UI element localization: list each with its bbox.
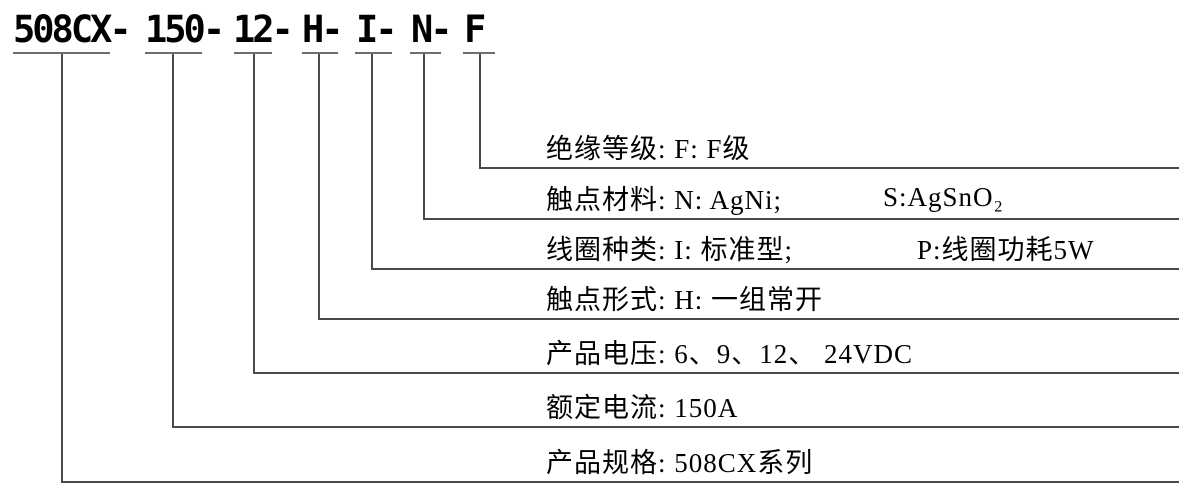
part-segment-150: 150- [145,8,225,51]
legend-row-contact-material: 触点材料: N: AgNi; [546,184,783,215]
legend-row-product-spec: 产品规格: 508CX系列 [546,447,814,478]
leader-line-insulation-class [479,167,1179,169]
leader-line-product-voltage [253,372,1179,374]
part-segment-f: F [464,8,486,51]
connector-vertical-150 [172,54,174,428]
part-segment-508cx: 508CX- [13,8,132,51]
connector-vertical-f [479,54,481,169]
part-segment-i: I- [356,8,398,51]
segment-underline-n [410,52,441,54]
part-segment-n: N- [411,8,453,51]
legend-row-contact-material-option2: S:AgSnO₂ [883,181,1004,212]
segment-underline-508cx [13,52,110,54]
leader-line-coil-type [371,268,1179,270]
leader-line-contact-material [423,218,1179,220]
segment-underline-150 [145,52,202,54]
legend-row-product-voltage: 产品电压: 6、9、12、 24VDC [546,338,914,369]
connector-vertical-n [423,54,425,220]
segment-underline-f [463,52,495,54]
legend-row-coil-type: 线圈种类: I: 标准型; [546,234,793,265]
leader-line-product-spec [61,481,1179,483]
part-segment-12: 12- [233,8,294,51]
connector-vertical-i [371,54,373,270]
legend-row-insulation-class: 绝缘等级: F: F级 [546,133,751,164]
segment-underline-h [302,52,338,54]
segment-underline-12 [234,52,272,54]
legend-row-contact-form: 触点形式: H: 一组常开 [546,284,824,315]
connector-vertical-h [318,54,320,320]
leader-line-contact-form [318,318,1179,320]
segment-underline-i [355,52,392,54]
connector-vertical-12 [253,54,255,374]
connector-vertical-508cx [61,54,63,483]
leader-line-rated-current [172,426,1179,428]
part-segment-h: H- [302,8,344,51]
legend-row-coil-type-option2: P:线圈功耗5W [917,234,1095,265]
legend-row-rated-current: 额定电流: 150A [546,392,739,423]
